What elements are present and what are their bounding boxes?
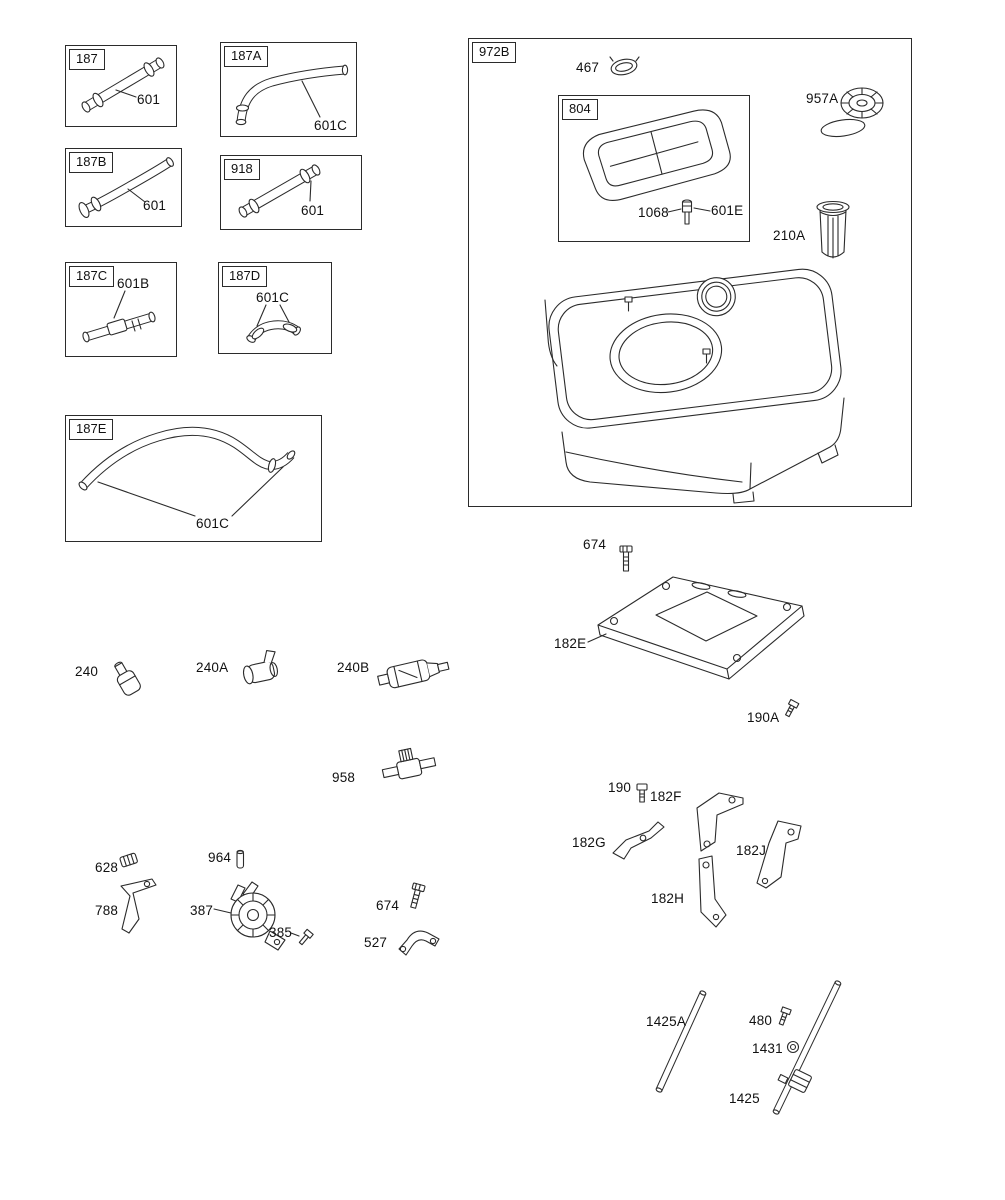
part-label-190: 190 — [608, 780, 632, 795]
group-label-187: 187 — [69, 49, 105, 70]
tube-1425-drawing — [772, 980, 842, 1115]
group-label-187D: 187D — [222, 266, 268, 287]
part-label-601-187B: 601 — [143, 198, 167, 213]
group-box-187D: 187D — [218, 262, 332, 354]
washer-1431-drawing — [786, 1040, 800, 1054]
bracket-788-drawing — [120, 878, 157, 934]
pickup-187C-drawing — [82, 290, 156, 343]
bracket-182J-drawing — [756, 820, 802, 889]
group-label-187A: 187A — [224, 46, 269, 67]
part-label-964: 964 — [208, 850, 232, 865]
hose-187A-drawing — [235, 64, 349, 126]
part-label-240: 240 — [75, 664, 99, 679]
group-label-187E: 187E — [69, 419, 114, 440]
clip-628-drawing — [119, 852, 138, 868]
fuel-tank-drawing — [544, 268, 845, 504]
group-box-918: 918 — [220, 155, 362, 230]
hose-187-drawing — [81, 57, 165, 113]
group-label-972B: 972B — [472, 42, 517, 63]
part-label-957A: 957A — [806, 91, 839, 106]
group-box-187B: 187B — [65, 148, 182, 227]
part-label-387: 387 — [190, 903, 214, 918]
screw-480-drawing — [778, 1006, 792, 1026]
hose-187B-drawing — [78, 157, 174, 218]
filter-240-drawing — [114, 661, 141, 696]
part-label-190A: 190A — [747, 710, 780, 725]
group-label-918: 918 — [224, 159, 260, 180]
tube-1425A-drawing — [655, 990, 707, 1093]
group-box-187E: 187E — [65, 415, 322, 542]
part-label-601-918: 601 — [301, 203, 325, 218]
fitting-240A-drawing — [242, 650, 279, 685]
group-box-972B: 972B — [468, 38, 912, 507]
part-label-182F: 182F — [650, 789, 682, 804]
part-label-1068: 1068 — [638, 205, 669, 220]
part-label-674-bottom: 674 — [376, 898, 400, 913]
group-label-804: 804 — [562, 99, 598, 120]
screw-190A-drawing — [785, 698, 800, 718]
group-label-187C: 187C — [69, 266, 115, 287]
part-label-601C-187D: 601C — [256, 290, 290, 305]
part-label-674-top: 674 — [583, 537, 607, 552]
part-label-788: 788 — [95, 903, 119, 918]
part-label-601-187: 601 — [137, 92, 161, 107]
part-label-240A: 240A — [196, 660, 229, 675]
part-label-601B: 601B — [117, 276, 150, 291]
part-label-240B: 240B — [337, 660, 370, 675]
part-label-210A: 210A — [773, 228, 806, 243]
pin-964-drawing — [236, 849, 245, 869]
tube-918-drawing — [238, 164, 321, 218]
clamp-527-drawing — [398, 930, 440, 956]
bracket-182H-drawing — [698, 855, 727, 928]
bolt-674-top-drawing — [619, 545, 633, 572]
clamp-467-drawing — [609, 56, 640, 76]
part-label-182G: 182G — [572, 835, 606, 850]
hose-187D-drawing — [246, 304, 302, 343]
bracket-182G-drawing — [612, 821, 665, 860]
filter-240B-drawing — [377, 659, 450, 689]
strainer-210A-drawing — [816, 200, 850, 259]
part-label-527: 527 — [364, 935, 388, 950]
base-182E-drawing — [587, 576, 805, 680]
group-box-187C: 187C — [65, 262, 177, 357]
screw-385-drawing — [290, 928, 314, 946]
group-box-804: 804 — [558, 95, 750, 242]
part-label-182H: 182H — [651, 891, 685, 906]
part-label-1431: 1431 — [752, 1041, 783, 1056]
hose-187E-drawing — [78, 426, 296, 517]
pump-387-drawing — [213, 881, 286, 951]
fuel-cap-957A-drawing — [820, 87, 884, 138]
tank-cover-804-drawing — [582, 109, 731, 201]
part-label-601C-187E: 601C — [196, 516, 230, 531]
part-label-958: 958 — [332, 770, 356, 785]
part-label-601C-187A: 601C — [314, 118, 348, 133]
bracket-182F-drawing — [696, 792, 744, 852]
part-label-601E: 601E — [711, 203, 744, 218]
part-label-182J: 182J — [736, 843, 767, 858]
group-box-187A: 187A — [220, 42, 357, 137]
part-label-1425: 1425 — [729, 1091, 760, 1106]
part-label-1425A: 1425A — [646, 1014, 687, 1029]
group-label-187B: 187B — [69, 152, 114, 173]
valve-958-drawing — [381, 747, 437, 780]
part-label-480: 480 — [749, 1013, 773, 1028]
group-box-187: 187 — [65, 45, 177, 127]
part-label-628: 628 — [95, 860, 119, 875]
part-label-385: 385 — [269, 925, 293, 940]
valve-601E-drawing — [667, 199, 711, 225]
part-label-467: 467 — [576, 60, 600, 75]
part-label-182E: 182E — [554, 636, 587, 651]
bolt-674-bottom-drawing — [410, 882, 426, 909]
bolt-190-drawing — [636, 783, 648, 803]
